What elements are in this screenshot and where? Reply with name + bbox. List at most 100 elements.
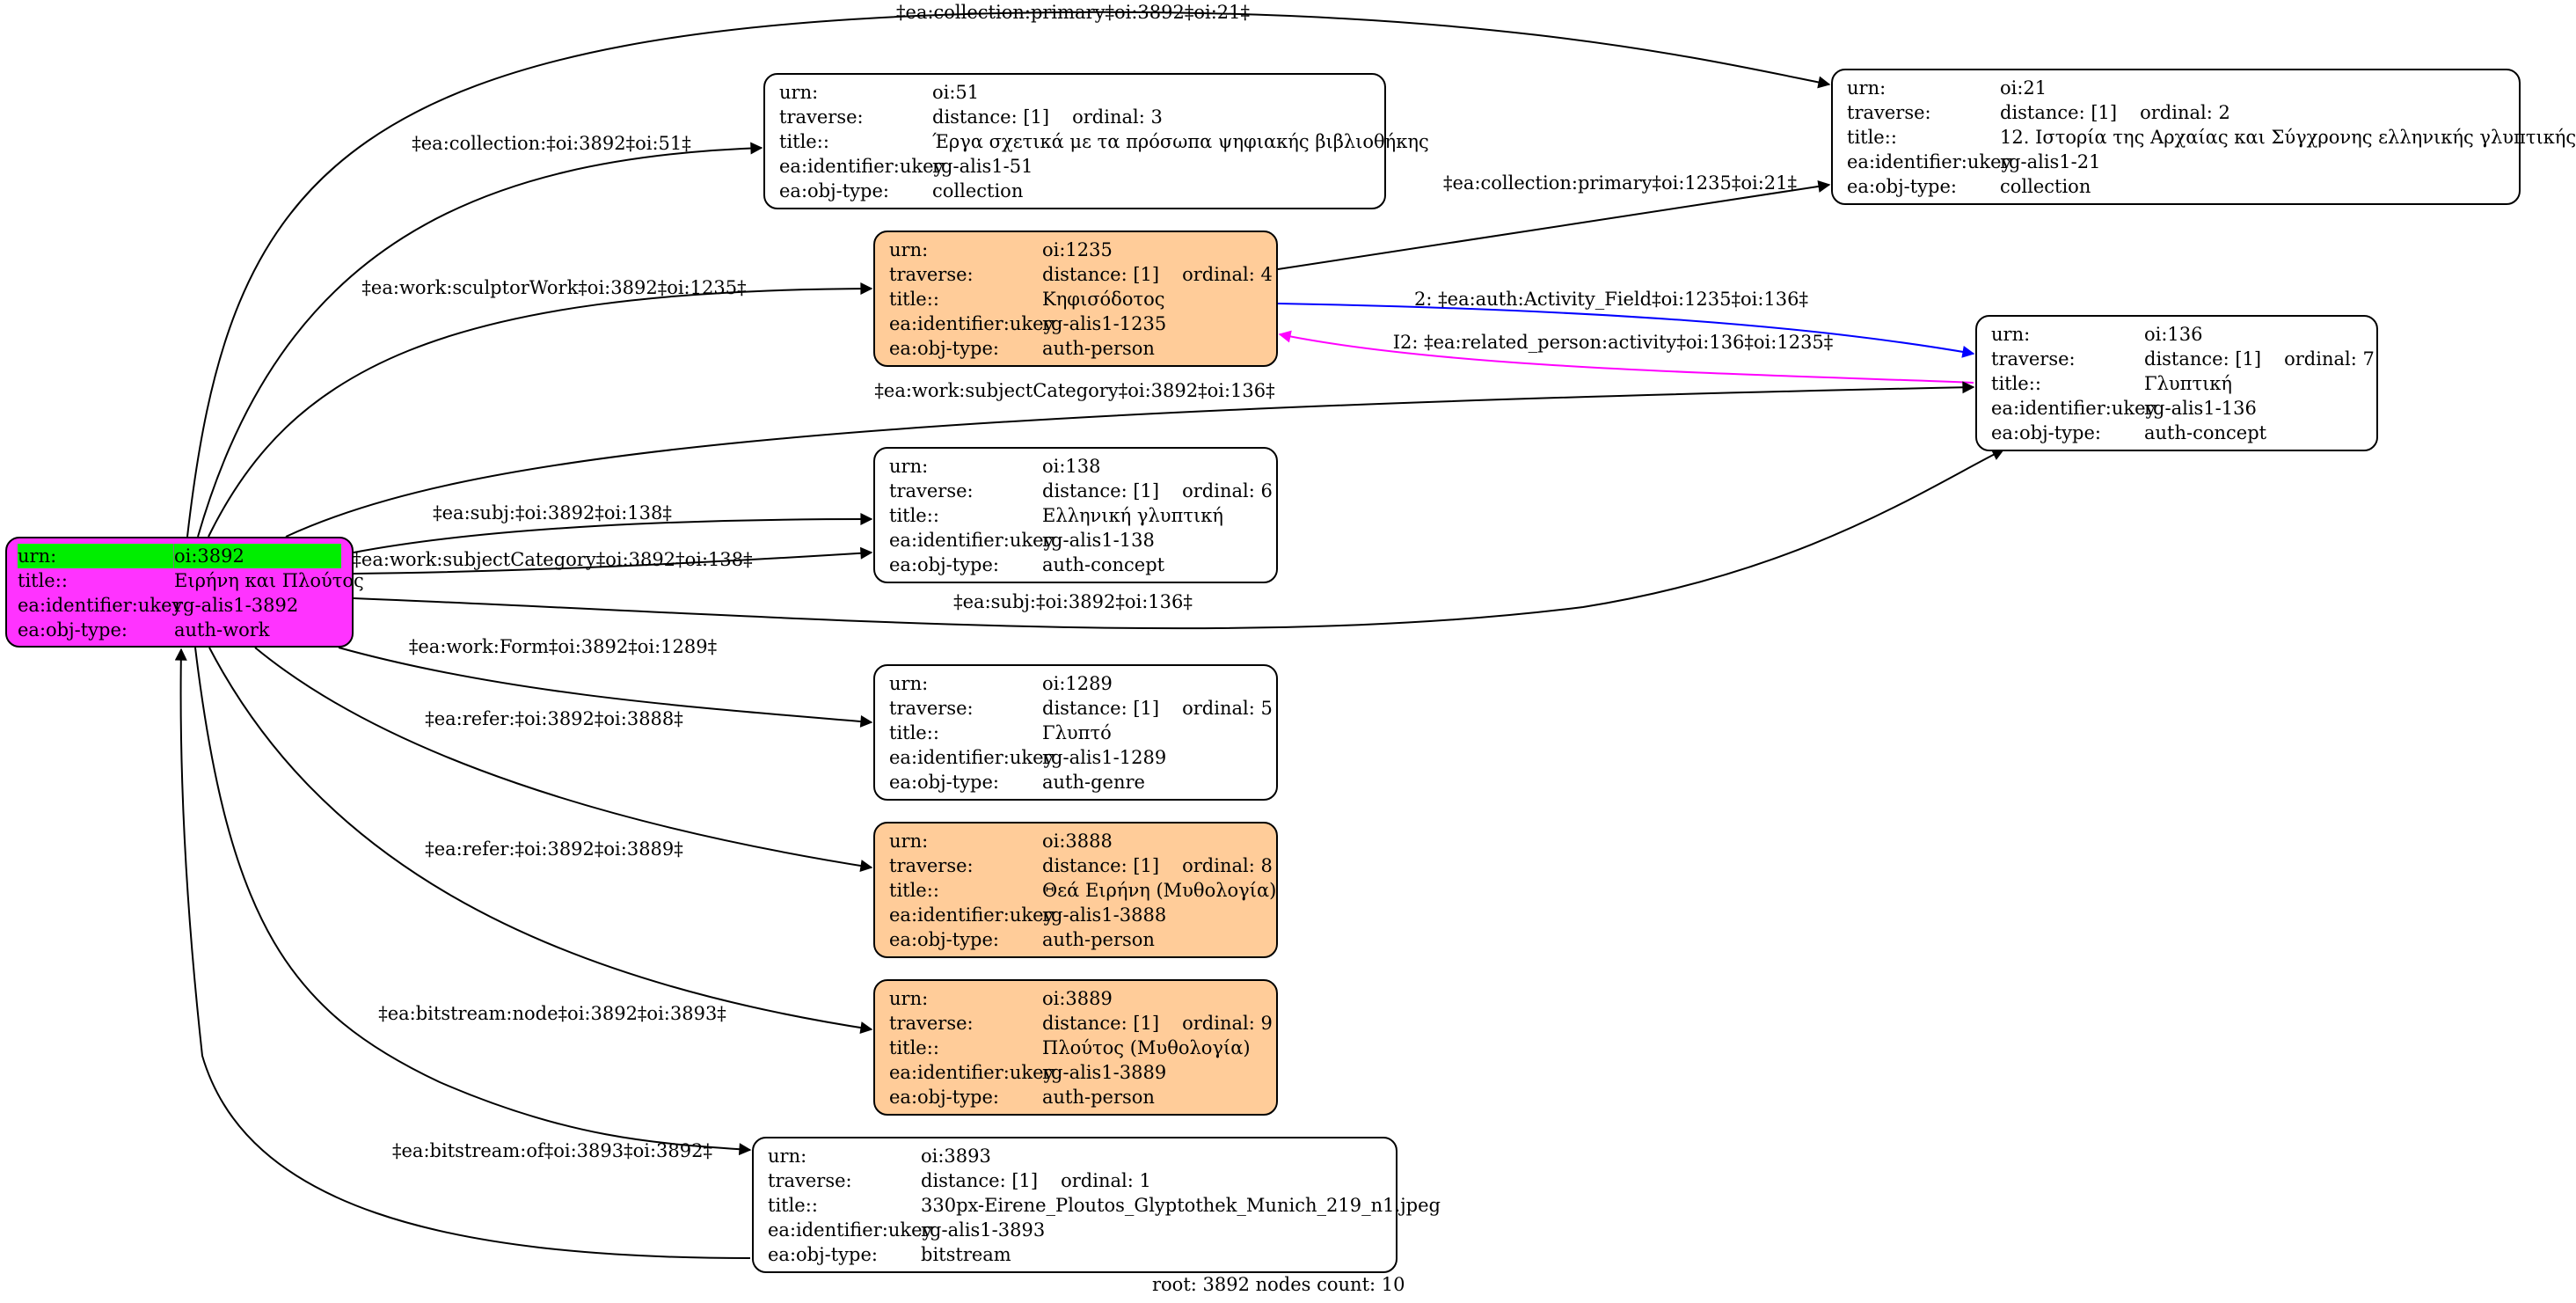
- distance-value: distance: [1]: [1042, 1013, 1160, 1034]
- node-row-objtype: ea:obj-type:auth-concept: [1991, 421, 2362, 445]
- node-row-title: title::12. Ιστορία της Αρχαίας και Σύγχρ…: [1847, 125, 2576, 150]
- edge-label: ‡ea:subj:‡oi:3892‡oi:138‡: [433, 502, 672, 523]
- ordinal-value: ordinal: 2: [2140, 102, 2230, 123]
- field-value: Θεά Ειρήνη (Μυθολογία): [1042, 880, 1277, 901]
- edge-label: ‡ea:refer:‡oi:3892‡oi:3888‡: [425, 708, 683, 729]
- field-value: rg-alis1-138: [1042, 530, 1155, 551]
- edge-label: ‡ea:collection:primary‡oi:1235‡oi:21‡: [1442, 172, 1798, 194]
- field-value: auth-person: [1042, 1087, 1155, 1108]
- field-value: oi:3888: [1042, 831, 1113, 852]
- field-label: ea:identifier:ukey: [889, 904, 1054, 926]
- field-value: distance: [1] ordinal: 1: [921, 1168, 1151, 1193]
- field-label: urn:: [889, 673, 929, 694]
- ordinal-value: ordinal: 7: [2284, 348, 2375, 370]
- distance-value: distance: [1]: [1042, 480, 1160, 501]
- edge-e_refer_3892_3888: [254, 647, 873, 872]
- node-row-objtype: ea:obj-type:auth-genre: [889, 770, 1262, 794]
- edge-label: ‡ea:work:subjectCategory‡oi:3892‡oi:138‡: [352, 549, 753, 570]
- field-value: auth-concept: [1042, 554, 1165, 575]
- node-row-title: title::330px-Eirene_Ploutos_Glyptothek_M…: [768, 1193, 1441, 1218]
- field-label: traverse:: [768, 1170, 852, 1191]
- node-row-urn: urn:oi:138: [889, 454, 1262, 479]
- edge-e_collection_primary_1235_21: [1277, 179, 1831, 270]
- node-136[interactable]: urn: oi:136 traverse: distance: [1] ordinal:…: [1975, 315, 2378, 451]
- distance-value: distance: [1]: [932, 106, 1050, 128]
- node-row-urn: urn:oi:51: [779, 80, 1370, 105]
- field-label: traverse:: [889, 264, 974, 285]
- edge-e_related_person_136_1235: [1278, 330, 1974, 384]
- field-label: title::: [18, 570, 68, 591]
- ordinal-value: ordinal: 5: [1182, 698, 1273, 719]
- field-value: distance: [1] ordinal: 6: [1042, 479, 1273, 503]
- ordinal-value: ordinal: 9: [1182, 1013, 1273, 1034]
- field-value: oi:3893: [921, 1146, 991, 1167]
- field-label: title::: [889, 722, 939, 743]
- ordinal-value: ordinal: 8: [1182, 855, 1273, 876]
- distance-value: distance: [1]: [2144, 348, 2262, 370]
- edge-label: 2: ‡ea:auth:Activity_Field‡oi:1235‡oi:13…: [1414, 289, 1808, 310]
- field-value: Γλυπτό: [1042, 722, 1112, 743]
- field-value: oi:3889: [1042, 988, 1113, 1009]
- field-label: traverse:: [1991, 348, 2076, 370]
- node-row-urn: urn: oi:3888: [889, 829, 1262, 853]
- edge-e_activity_field_1235_136: [1277, 303, 1975, 358]
- edge-e_form_3892_1289: [338, 647, 873, 728]
- field-value: rg-alis1-136: [2144, 398, 2257, 419]
- field-value: distance: [1]ordinal: 5: [1042, 696, 1273, 721]
- field-label: urn:: [779, 82, 819, 103]
- node-row-traverse: traverse:distance: [1]ordinal: 8: [889, 853, 1273, 878]
- field-value: rg-alis1-1289: [1042, 747, 1167, 768]
- field-value: oi:138: [1042, 456, 1101, 477]
- edge-label: ‡ea:bitstream:node‡oi:3892‡oi:3893‡: [378, 1003, 726, 1024]
- field-value: oi:21: [2000, 77, 2047, 99]
- distance-value: distance: [1]: [921, 1170, 1039, 1191]
- node-row-urn: urn:oi:1289: [889, 671, 1262, 696]
- field-value: rg-alis1-51: [932, 156, 1033, 177]
- edge-e_subj_3892_138: [353, 513, 873, 553]
- field-value: distance: [1] ordinal: 9: [1042, 1011, 1273, 1036]
- field-value: Γλυπτική: [2144, 373, 2233, 394]
- field-label: title::: [1847, 127, 1897, 148]
- node-row-title: title::Κηφισόδοτος: [889, 287, 1262, 311]
- edge-e_sculptorwork_3892_1235: [208, 282, 873, 538]
- distance-value: distance: [1]: [1042, 855, 1160, 876]
- ordinal-value: ordinal: 1: [1061, 1170, 1151, 1191]
- field-value: rg-alis1-3892: [174, 595, 299, 616]
- node-row-traverse: traverse: distance: [1] ordinal: 7: [1991, 347, 2375, 371]
- field-label: urn:: [1991, 324, 2031, 345]
- edge-label: ‡ea:collection:primary‡oi:3892‡oi:21‡: [895, 2, 1251, 23]
- field-value: oi:136: [2144, 324, 2203, 345]
- edge-label: ‡ea:work:sculptorWork‡oi:3892‡oi:1235‡: [361, 277, 747, 298]
- field-value: distance: [1]ordinal: 4: [1042, 262, 1273, 287]
- field-value: distance: [1] ordinal: 2: [2000, 100, 2230, 125]
- edge-label: ‡ea:work:subjectCategory‡oi:3892‡oi:136‡: [874, 380, 1275, 401]
- node-row-urn: urn: oi:3889: [889, 986, 1262, 1011]
- field-value: 12. Ιστορία της Αρχαίας και Σύγχρονης ελ…: [2000, 127, 2576, 148]
- ordinal-value: ordinal: 6: [1182, 480, 1273, 501]
- field-label: title::: [889, 289, 939, 310]
- distance-value: distance: [1]: [2000, 102, 2118, 123]
- graph-footer: root: 3892 nodes count: 10: [1152, 1274, 1405, 1295]
- field-label: urn:: [889, 988, 929, 1009]
- field-label: ea:obj-type:: [768, 1244, 878, 1265]
- field-label: urn:: [889, 831, 929, 852]
- field-label: ea:identifier:ukey: [889, 1062, 1054, 1083]
- field-label: ea:identifier:ukey: [1847, 151, 2012, 172]
- edge-e_bitstream_node_3892_3893: [194, 647, 752, 1156]
- node-row-traverse: traverse:distance: [1]ordinal: 2: [1847, 100, 2505, 125]
- field-label: traverse:: [889, 480, 974, 501]
- field-label: ea:obj-type:: [889, 338, 999, 359]
